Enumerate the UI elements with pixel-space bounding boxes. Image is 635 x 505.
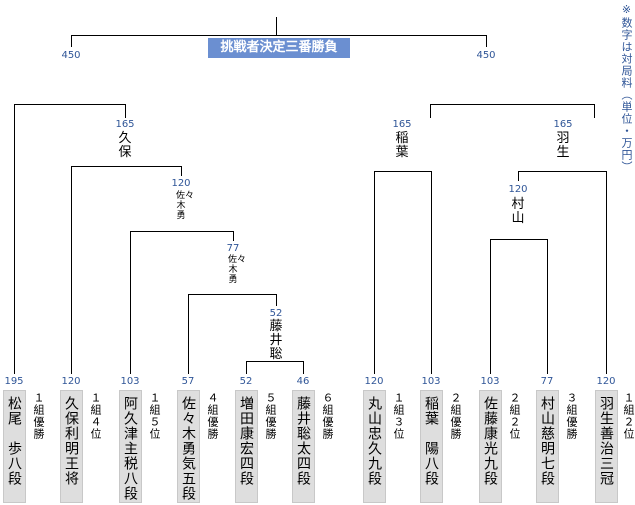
player-box (536, 390, 559, 503)
player-name: 佐藤康光九段 (482, 396, 498, 486)
player-fee: 120 (364, 376, 384, 387)
line (518, 171, 519, 181)
final-left-drop (71, 35, 72, 47)
match-winner: 佐々木勇 (228, 255, 247, 285)
player-record: ４組優勝 (206, 392, 219, 440)
match-winner: 藤井聡 (269, 319, 283, 362)
line (374, 171, 375, 374)
line (594, 104, 595, 118)
line (431, 171, 432, 374)
player-name: 佐々木勇気五段 (180, 396, 196, 501)
player-record: ２組２位 (508, 392, 521, 440)
player-name: 丸山忠久九段 (366, 396, 382, 486)
player-box (420, 390, 443, 503)
line (547, 239, 548, 374)
player-name: 阿久津主税八段 (122, 396, 138, 501)
match-fee: 120 (508, 184, 528, 195)
match-fee: 165 (553, 119, 573, 130)
line (606, 171, 607, 374)
player-fee: 103 (480, 376, 500, 387)
player-record: １組優勝 (32, 392, 45, 440)
player-box (363, 390, 386, 503)
line (303, 361, 304, 374)
line (518, 171, 607, 172)
line (490, 239, 548, 240)
player-name: 久保利明王将 (63, 396, 79, 486)
player-name: 増田康宏四段 (238, 396, 254, 486)
player-name: 藤井聡太四段 (295, 396, 311, 486)
player-record: ２組優勝 (449, 392, 462, 440)
line (188, 294, 277, 295)
player-fee: 77 (540, 376, 554, 387)
player-fee: 195 (4, 376, 24, 387)
fee-note: ※数字は対局料（単位・万円） (620, 3, 633, 173)
final-stem (276, 17, 277, 36)
player-box (479, 390, 502, 503)
player-box (235, 390, 258, 503)
line (490, 239, 491, 374)
line (130, 231, 234, 232)
page-title: 挑戦者決定三番勝負 (208, 38, 350, 58)
final-left-fee: 450 (61, 50, 81, 61)
line (14, 104, 15, 374)
match-winner: 羽生 (556, 131, 570, 160)
player-box (292, 390, 315, 503)
line (71, 166, 72, 374)
line (125, 104, 126, 118)
line (188, 294, 189, 374)
player-fee: 103 (421, 376, 441, 387)
player-name: 稲葉 陽八段 (423, 396, 439, 486)
line (71, 166, 182, 167)
player-name: 松尾 歩八段 (6, 396, 22, 486)
match-fee: 77 (226, 243, 240, 254)
player-box (3, 390, 26, 503)
player-record: ６組優勝 (321, 392, 334, 440)
player-box (177, 390, 200, 503)
player-box (60, 390, 83, 503)
player-fee: 103 (120, 376, 140, 387)
line (246, 361, 304, 362)
match-fee: 165 (392, 119, 412, 130)
player-fee: 46 (296, 376, 310, 387)
player-fee: 120 (61, 376, 81, 387)
player-name: 村山慈明七段 (539, 396, 555, 486)
line (130, 231, 131, 374)
player-fee: 57 (181, 376, 195, 387)
player-record: １組３位 (392, 392, 405, 440)
player-record: ３組優勝 (565, 392, 578, 440)
player-box (119, 390, 142, 503)
final-bar (71, 35, 487, 36)
line (430, 104, 595, 105)
match-fee: 120 (171, 178, 191, 189)
line (430, 104, 431, 118)
player-record: １組２位 (622, 392, 635, 440)
line (246, 361, 247, 374)
match-winner: 佐々木勇 (176, 191, 195, 221)
line (181, 166, 182, 176)
player-record: １組５位 (148, 392, 161, 440)
line (374, 171, 432, 172)
line (14, 104, 126, 105)
match-fee: 52 (269, 308, 283, 319)
match-winner: 久保 (118, 131, 132, 160)
match-fee: 165 (115, 119, 135, 130)
match-winner: 村山 (511, 197, 525, 226)
player-record: １組４位 (89, 392, 102, 440)
final-right-drop (486, 35, 487, 47)
player-name: 羽生善治三冠 (598, 396, 614, 486)
line (233, 231, 234, 241)
final-right-fee: 450 (476, 50, 496, 61)
player-fee: 120 (596, 376, 616, 387)
match-winner: 稲葉 (395, 131, 409, 160)
player-record: ５組優勝 (264, 392, 277, 440)
player-box (595, 390, 618, 503)
player-fee: 52 (239, 376, 253, 387)
line (276, 294, 277, 306)
